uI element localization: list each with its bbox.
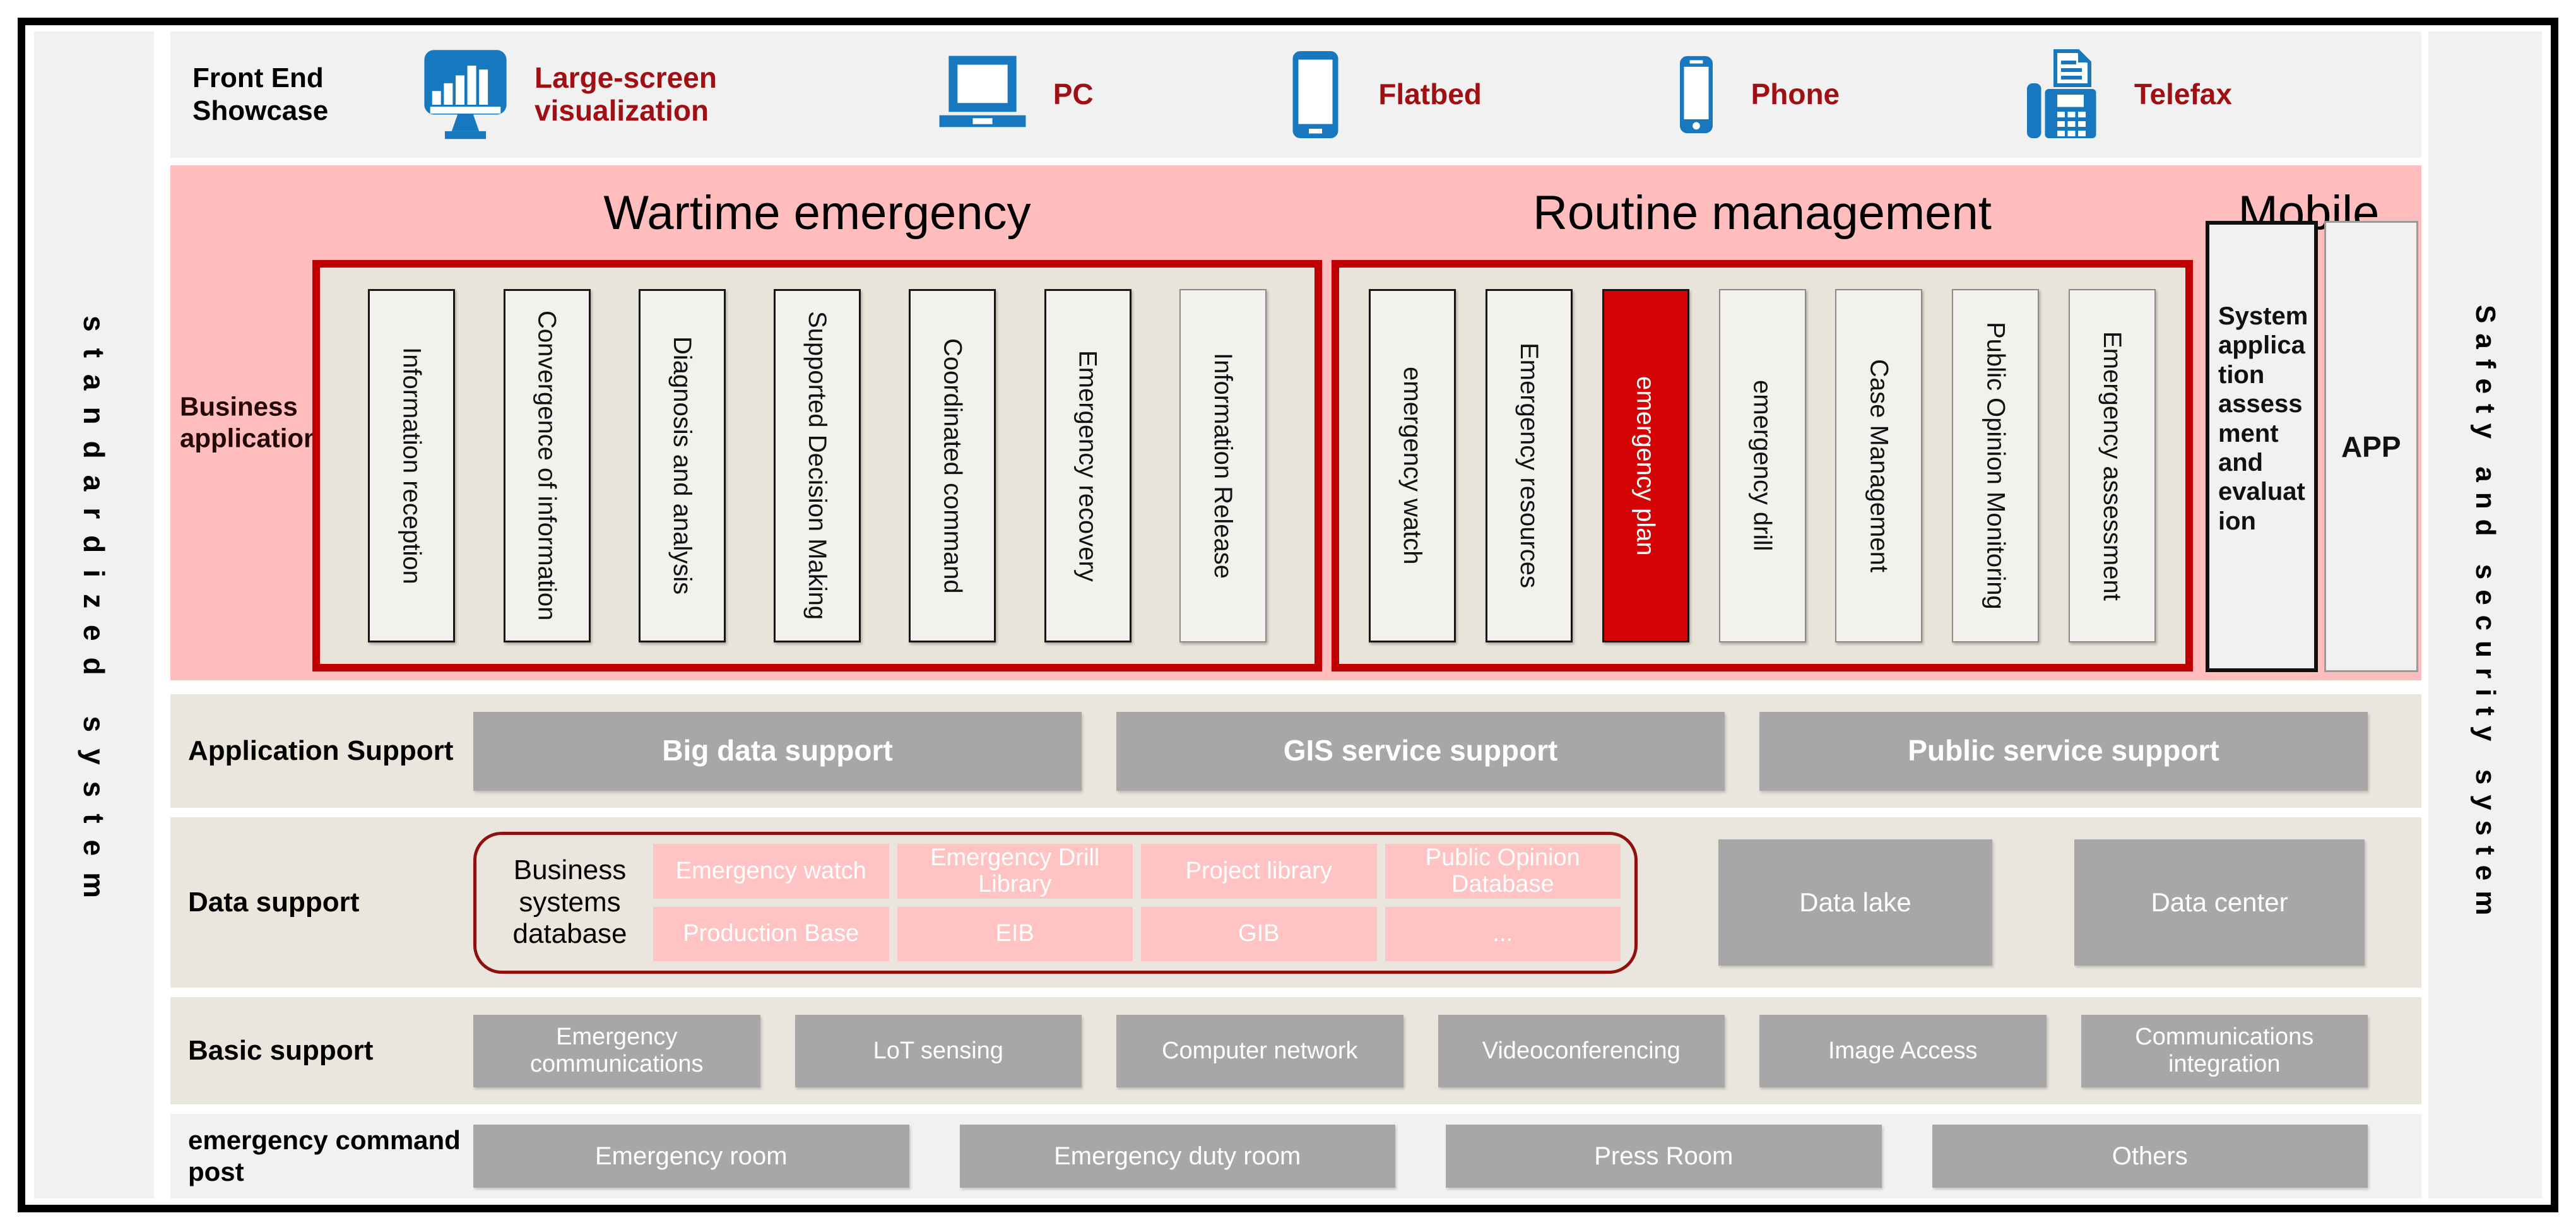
- basic-support-row: Basic support Emergency communications L…: [170, 997, 2421, 1104]
- business-application-label: Business application: [180, 391, 320, 453]
- data-support-label: Data support: [188, 887, 360, 918]
- front-end-devices: Large-screen visualization PC: [382, 46, 2421, 144]
- database-grid: Emergency watch Emergency Drill Library …: [653, 844, 1621, 961]
- device-phone: Phone: [1662, 54, 1840, 136]
- wartime-emergency-box: Information reception Convergence of inf…: [312, 260, 1322, 671]
- module-coordinated-command: Coordinated command: [909, 289, 996, 642]
- diagram-frame: standardized system Safety and security …: [18, 18, 2558, 1212]
- press-room-bar: Press Room: [1446, 1125, 1882, 1188]
- routine-management-box: emergency watch Emergency resources emer…: [1332, 260, 2193, 671]
- emergency-command-post-row: emergency command post Emergency room Em…: [170, 1114, 2421, 1198]
- emergency-duty-room-bar: Emergency duty room: [959, 1125, 1395, 1188]
- gis-service-support-bar: GIS service support: [1116, 711, 1725, 791]
- smartphone-icon: [1662, 54, 1731, 136]
- lot-sensing-bar: LoT sensing: [795, 1014, 1082, 1087]
- db-gib: GIB: [1141, 906, 1377, 961]
- db-production-base: Production Base: [653, 906, 889, 961]
- data-support-content: Business systems database Emergency watc…: [473, 831, 2421, 974]
- safety-security-rail: Safety and security system: [2428, 32, 2542, 1198]
- videoconferencing-bar: Videoconferencing: [1438, 1014, 1725, 1087]
- computer-network-bar: Computer network: [1116, 1014, 1403, 1087]
- module-supported-decision-making: Supported Decision Making: [774, 289, 861, 642]
- fax-icon: [2019, 47, 2114, 142]
- standardized-system-label: standardized system: [78, 315, 110, 915]
- emergency-command-post-label: emergency command post: [188, 1125, 461, 1186]
- db-ellipsis: ...: [1385, 906, 1621, 961]
- laptop-icon: [932, 50, 1033, 139]
- basic-support-label: Basic support: [188, 1035, 374, 1067]
- emergency-room-bar: Emergency room: [473, 1125, 909, 1188]
- data-center-box: Data center: [2074, 839, 2365, 966]
- front-end-showcase-row: Front End Showcase: [170, 32, 2421, 158]
- wartime-emergency-section: Wartime emergency Information reception …: [312, 165, 1322, 680]
- module-diagnosis-and-analysis: Diagnosis and analysis: [638, 289, 726, 642]
- module-information-release: Information Release: [1179, 289, 1267, 642]
- module-information-reception: Information reception: [368, 289, 456, 642]
- business-systems-database-box: Business systems database Emergency watc…: [473, 831, 1638, 974]
- public-service-support-bar: Public service support: [1759, 711, 2368, 791]
- device-flatbed: Flatbed: [1273, 47, 1482, 142]
- device-label: Phone: [1751, 78, 1840, 111]
- device-label: PC: [1053, 78, 1094, 111]
- device-label: Flatbed: [1378, 78, 1482, 111]
- device-label: Large-screen visualization: [535, 61, 717, 127]
- command-post-bars: Emergency room Emergency duty room Press…: [473, 1125, 2421, 1188]
- module-emergency-plan: emergency plan: [1602, 289, 1689, 642]
- big-data-support-bar: Big data support: [473, 711, 1082, 791]
- image-access-bar: Image Access: [1759, 1014, 2047, 1087]
- device-large-screen: Large-screen visualization: [417, 46, 752, 144]
- tablet-icon: [1273, 47, 1358, 142]
- app-box: APP: [2324, 221, 2418, 672]
- module-case-management: Case Management: [1835, 289, 1923, 642]
- basic-support-bars: Emergency communications LoT sensing Com…: [473, 1014, 2421, 1087]
- mobile-boxes: System application assessment and evalua…: [2206, 221, 2418, 672]
- db-emergency-drill-library: Emergency Drill Library: [897, 844, 1133, 899]
- device-label: Telefax: [2134, 78, 2232, 111]
- business-application-band: Business application Wartime emergency I…: [170, 165, 2421, 680]
- others-bar: Others: [1932, 1125, 2368, 1188]
- db-emergency-watch: Emergency watch: [653, 844, 889, 899]
- routine-management-title: Routine management: [1533, 186, 1992, 240]
- module-emergency-watch: emergency watch: [1368, 289, 1456, 642]
- front-end-showcase-label: Front End Showcase: [192, 62, 329, 126]
- application-support-row: Application Support Big data support GIS…: [170, 694, 2421, 808]
- wartime-emergency-title: Wartime emergency: [603, 186, 1031, 240]
- standardized-system-rail: standardized system: [34, 32, 154, 1198]
- emergency-communications-bar: Emergency communications: [473, 1014, 760, 1087]
- device-pc: PC: [932, 50, 1094, 139]
- device-telefax: Telefax: [2019, 47, 2232, 142]
- safety-security-label: Safety and security system: [2470, 304, 2501, 926]
- module-public-opinion-monitoring: Public Opinion Monitoring: [1952, 289, 2040, 642]
- module-emergency-drill: emergency drill: [1718, 289, 1806, 642]
- system-application-assessment-box: System application assessment and evalua…: [2206, 221, 2318, 672]
- diagram-body: Front End Showcase: [170, 32, 2421, 1198]
- application-support-bars: Big data support GIS service support Pub…: [473, 711, 2421, 791]
- db-eib: EIB: [897, 906, 1133, 961]
- module-convergence-of-information: Convergence of information: [503, 289, 591, 642]
- mobile-section: Mobile System application assessment and…: [2199, 165, 2418, 680]
- module-emergency-resources: Emergency resources: [1485, 289, 1573, 642]
- routine-management-section: Routine management emergency watch Emerg…: [1332, 165, 2193, 680]
- monitor-chart-icon: [417, 46, 514, 144]
- db-public-opinion-database: Public Opinion Database: [1385, 844, 1621, 899]
- communications-integration-bar: Communications integration: [2081, 1014, 2368, 1087]
- application-support-label: Application Support: [188, 735, 454, 767]
- module-emergency-assessment: Emergency assessment: [2069, 289, 2156, 642]
- db-project-library: Project library: [1141, 844, 1377, 899]
- module-emergency-recovery: Emergency recovery: [1044, 289, 1131, 642]
- data-lake-box: Data lake: [1718, 839, 1992, 966]
- business-systems-database-label: Business systems database: [512, 854, 627, 950]
- data-support-row: Data support Business systems database E…: [170, 817, 2421, 988]
